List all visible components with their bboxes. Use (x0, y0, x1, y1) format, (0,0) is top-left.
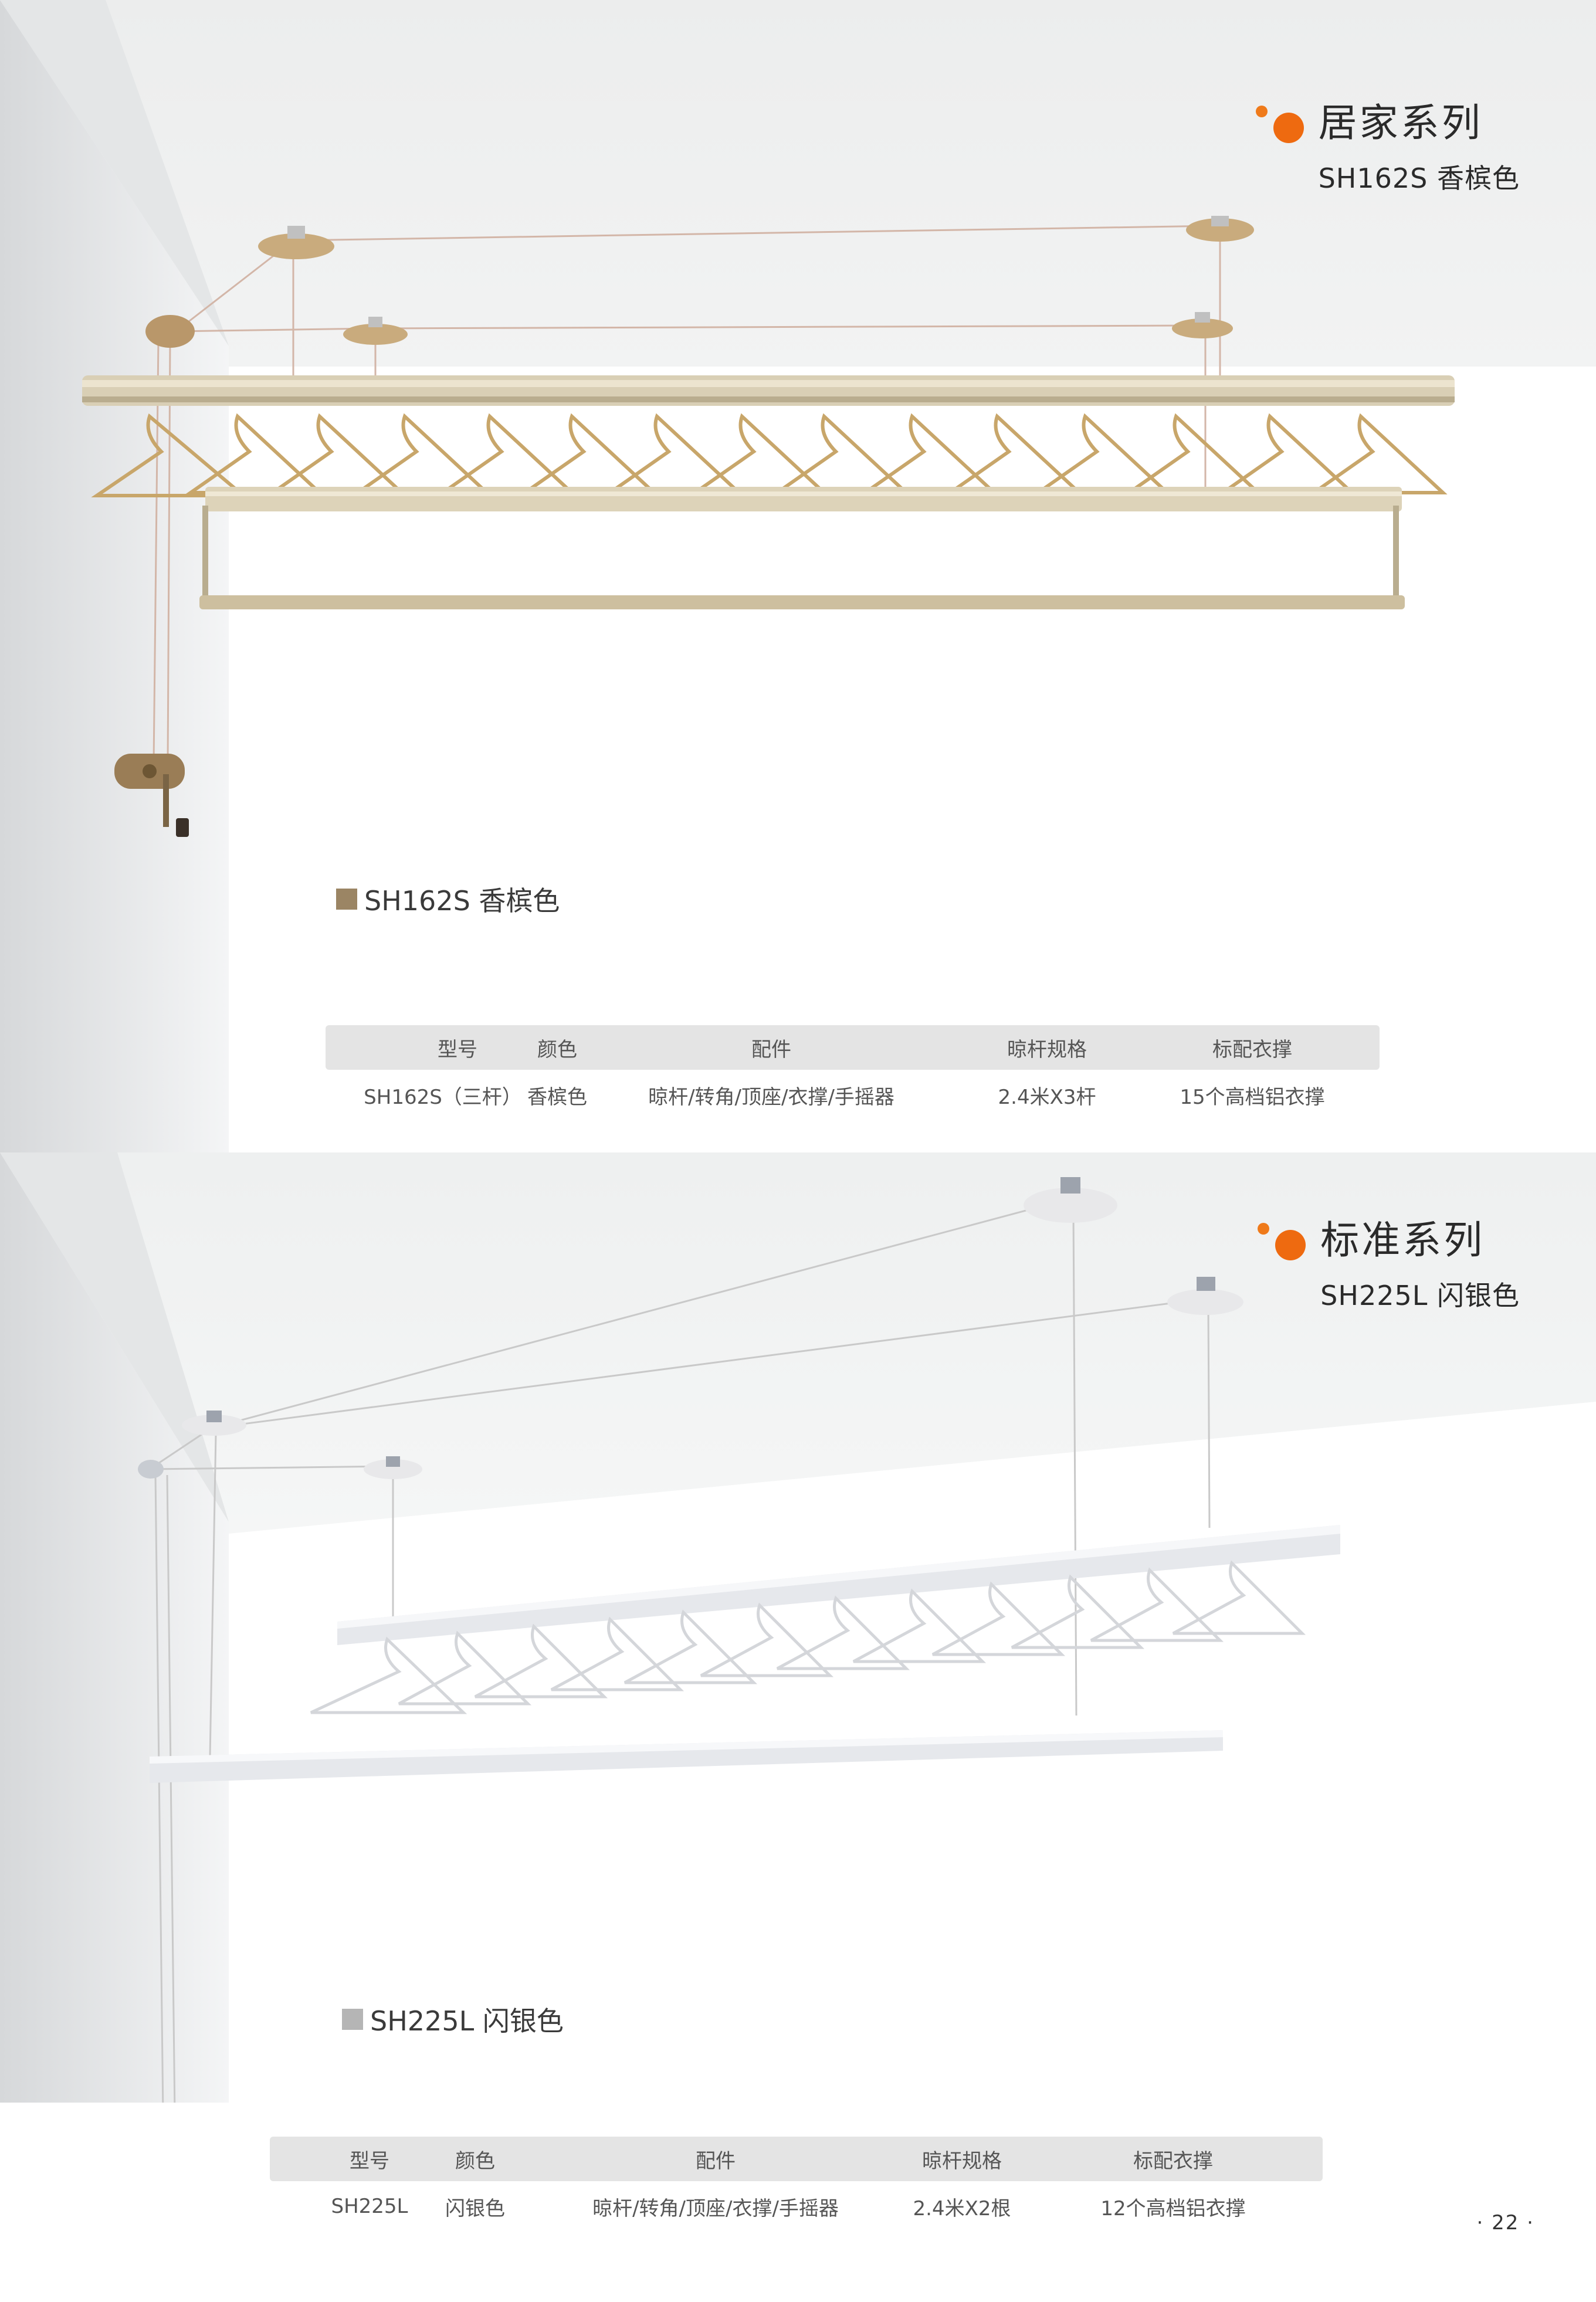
cell-model: SH225L (331, 2195, 408, 2218)
series-heading: 居家系列 SH162S 香槟色 (1252, 100, 1520, 196)
caption-text: SH225L 闪银色 (370, 2005, 564, 2037)
bottom-bar (199, 506, 1405, 609)
orange-dots-icon (1254, 1217, 1310, 1264)
cell-model: SH162S（三杆） (364, 1085, 522, 1109)
cell-hangers: 12个高档铝衣撑 (1100, 2196, 1246, 2220)
series-title: 标准系列 (1320, 1218, 1485, 1263)
series-heading: 标准系列 SH225L 闪银色 (1254, 1217, 1520, 1313)
ceiling-mounts (138, 1177, 1243, 1479)
hand-crank (114, 754, 189, 837)
cell-parts: 晾杆/转角/顶座/衣撑/手摇器 (592, 2196, 839, 2220)
cell-bar-spec: 2.4米X3杆 (998, 1085, 1096, 1109)
color-swatch (336, 889, 357, 910)
cell-color: 闪银色 (445, 2196, 505, 2220)
header-model: 型号 (438, 1038, 477, 1062)
header-hangers: 标配衣撑 (1133, 2149, 1213, 2173)
spec-table-header: 型号 颜色 配件 晾杆规格 标配衣撑 (270, 2137, 1323, 2181)
section-standard-series: 标准系列 SH225L 闪银色 SH225L 闪银色 (0, 1152, 1596, 2103)
header-parts: 配件 (751, 1038, 791, 1062)
spec-table: 型号 颜色 配件 晾杆规格 标配衣撑 SH162S（三杆） 香槟色 晾杆/转角/… (326, 1025, 1380, 1120)
table-row: SH225L 闪银色 晾杆/转角/顶座/衣撑/手摇器 2.4米X2根 12个高档… (270, 2181, 1323, 2232)
series-subtitle: SH162S 香槟色 (1318, 162, 1520, 194)
series-subtitle: SH225L 闪银色 (1320, 1280, 1520, 1311)
hangers (310, 1560, 1306, 1714)
header-parts: 配件 (696, 2149, 736, 2173)
cell-color: 香槟色 (527, 1085, 587, 1109)
header-bar-spec: 晾杆规格 (1007, 1038, 1087, 1062)
header-model: 型号 (350, 2149, 389, 2173)
cell-bar-spec: 2.4米X2根 (913, 2196, 1011, 2220)
product-caption: SH225L 闪银色 (342, 2000, 564, 2039)
color-swatch (342, 2009, 363, 2030)
orange-dots-icon (1252, 100, 1308, 147)
cell-hangers: 15个高档铝衣撑 (1180, 1085, 1325, 1109)
middle-bar (205, 487, 1402, 511)
header-color: 颜色 (455, 2149, 495, 2173)
spec-table-header: 型号 颜色 配件 晾杆规格 标配衣撑 (326, 1025, 1380, 1070)
header-color: 颜色 (537, 1038, 577, 1062)
header-bar-spec: 晾杆规格 (922, 2149, 1002, 2173)
product-photo-sh225l (138, 1177, 1340, 2103)
series-title: 居家系列 (1318, 100, 1483, 145)
spec-table: 型号 颜色 配件 晾杆规格 标配衣撑 SH225L 闪银色 晾杆/转角/顶座/衣… (270, 2137, 1323, 2232)
upper-bar (337, 1525, 1340, 1645)
hangers (91, 413, 1448, 497)
section-home-series: 居家系列 SH162S 香槟色 SH162S 香槟色 型号 颜色 配件 晾杆规格… (0, 0, 1596, 1152)
ceiling-mounts (145, 216, 1254, 348)
product-photo-sh162s (82, 216, 1455, 837)
lower-bar (150, 1730, 1223, 1783)
header-hangers: 标配衣撑 (1212, 1038, 1292, 1062)
caption-text: SH162S 香槟色 (364, 885, 560, 917)
page-number: · 22 · (1476, 2211, 1534, 2235)
product-caption: SH162S 香槟色 (336, 880, 560, 918)
top-bar (82, 375, 1455, 406)
cell-parts: 晾杆/转角/顶座/衣撑/手摇器 (648, 1085, 894, 1109)
table-row: SH162S（三杆） 香槟色 晾杆/转角/顶座/衣撑/手摇器 2.4米X3杆 1… (326, 1070, 1380, 1120)
